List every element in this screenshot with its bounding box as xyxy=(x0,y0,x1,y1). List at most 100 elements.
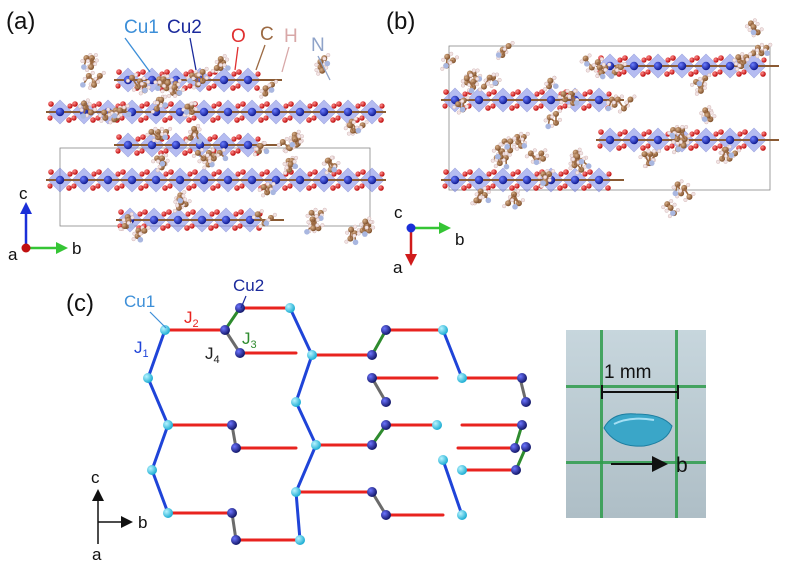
h-atom xyxy=(157,164,162,169)
h-atom xyxy=(547,178,552,183)
n-atom xyxy=(128,223,135,229)
h-atom xyxy=(292,159,297,164)
h-atom xyxy=(502,204,507,209)
o-atom xyxy=(510,91,516,97)
h-atom xyxy=(593,68,598,73)
o-atom xyxy=(688,145,694,151)
h-atom xyxy=(471,68,476,73)
o-atom xyxy=(211,171,217,177)
h-atom xyxy=(572,88,577,93)
o-atom xyxy=(713,57,719,63)
n-atom xyxy=(162,102,169,108)
o-atom xyxy=(258,117,264,123)
c-atom xyxy=(507,138,514,145)
lattice-label-cu1: Cu1 xyxy=(124,292,155,311)
h-atom xyxy=(343,126,348,131)
o-atom xyxy=(163,171,169,177)
o-atom xyxy=(184,225,190,231)
h-atom xyxy=(96,79,101,84)
h-atom xyxy=(282,161,287,166)
h-atom xyxy=(707,105,712,110)
c-atom xyxy=(540,155,547,162)
n-atom xyxy=(80,82,86,88)
h-atom xyxy=(306,220,311,225)
n-atom xyxy=(672,190,679,197)
h-atom xyxy=(491,148,496,153)
cu1-site xyxy=(457,510,467,520)
c-atom xyxy=(213,64,220,71)
h-atom xyxy=(88,85,93,90)
o-atom xyxy=(306,185,312,191)
h-atom xyxy=(624,100,629,105)
o-atom xyxy=(665,57,671,63)
n-atom xyxy=(222,155,229,162)
o-atom xyxy=(312,101,318,107)
o-atom xyxy=(182,150,188,156)
o-atom xyxy=(622,129,628,135)
o-atom xyxy=(282,117,288,123)
h-atom xyxy=(296,129,301,134)
cu-atom xyxy=(223,175,233,185)
o-atom xyxy=(143,115,149,121)
cu1-site xyxy=(163,420,173,430)
n-atom xyxy=(503,163,510,170)
h-atom xyxy=(510,41,515,46)
o-atom xyxy=(192,169,198,175)
n-atom xyxy=(362,231,368,237)
h-atom xyxy=(515,189,520,194)
n-atom xyxy=(324,60,331,67)
o-atom xyxy=(119,183,125,189)
h-atom xyxy=(351,120,356,125)
leader-h xyxy=(281,46,290,73)
o-atom xyxy=(466,183,472,189)
axis-a-arrow-b xyxy=(405,254,417,266)
cu-atom xyxy=(570,175,580,185)
o-atom xyxy=(490,103,496,109)
o-atom xyxy=(66,185,72,191)
h-atom xyxy=(605,100,610,105)
o-atom xyxy=(144,101,150,107)
cu-atom xyxy=(127,175,137,185)
o-atom xyxy=(462,171,468,177)
cu-atom xyxy=(725,135,735,145)
h-atom xyxy=(495,72,500,77)
h-atom xyxy=(359,222,364,227)
c-atom xyxy=(494,144,501,151)
h-atom xyxy=(607,62,612,67)
h-atom xyxy=(202,165,207,170)
cu-atom xyxy=(219,140,229,150)
n-atom xyxy=(533,159,540,166)
h-atom xyxy=(79,107,84,112)
axis-a-dot xyxy=(21,243,31,253)
o-atom xyxy=(669,143,675,149)
h-atom xyxy=(155,100,160,105)
h-atom xyxy=(77,104,82,109)
o-atom xyxy=(558,171,564,177)
h-atom xyxy=(544,81,549,86)
o-atom xyxy=(669,69,675,75)
h-atom xyxy=(371,225,376,230)
cu2-site xyxy=(381,420,391,430)
h-atom xyxy=(501,158,506,163)
o-atom xyxy=(336,169,342,175)
panel-c-label: (c) xyxy=(66,290,94,317)
o-atom xyxy=(760,145,766,151)
cu1-site xyxy=(311,440,321,450)
h-atom xyxy=(709,110,714,115)
h-atom xyxy=(344,239,349,244)
h-atom xyxy=(283,149,288,154)
c-atom xyxy=(287,161,294,168)
axes-c: c b a xyxy=(91,468,147,564)
h-atom xyxy=(187,199,192,204)
cu-atom xyxy=(221,215,231,225)
cu1-site xyxy=(163,508,173,518)
h-atom xyxy=(160,132,165,137)
cu1-site xyxy=(285,303,295,313)
o-atom xyxy=(166,209,172,215)
cu2-site xyxy=(227,508,237,518)
h-atom xyxy=(125,103,130,108)
bond-j1 xyxy=(441,458,464,517)
o-atom xyxy=(120,101,126,107)
c-atom xyxy=(121,222,128,229)
atom-label-c: C xyxy=(260,24,274,45)
